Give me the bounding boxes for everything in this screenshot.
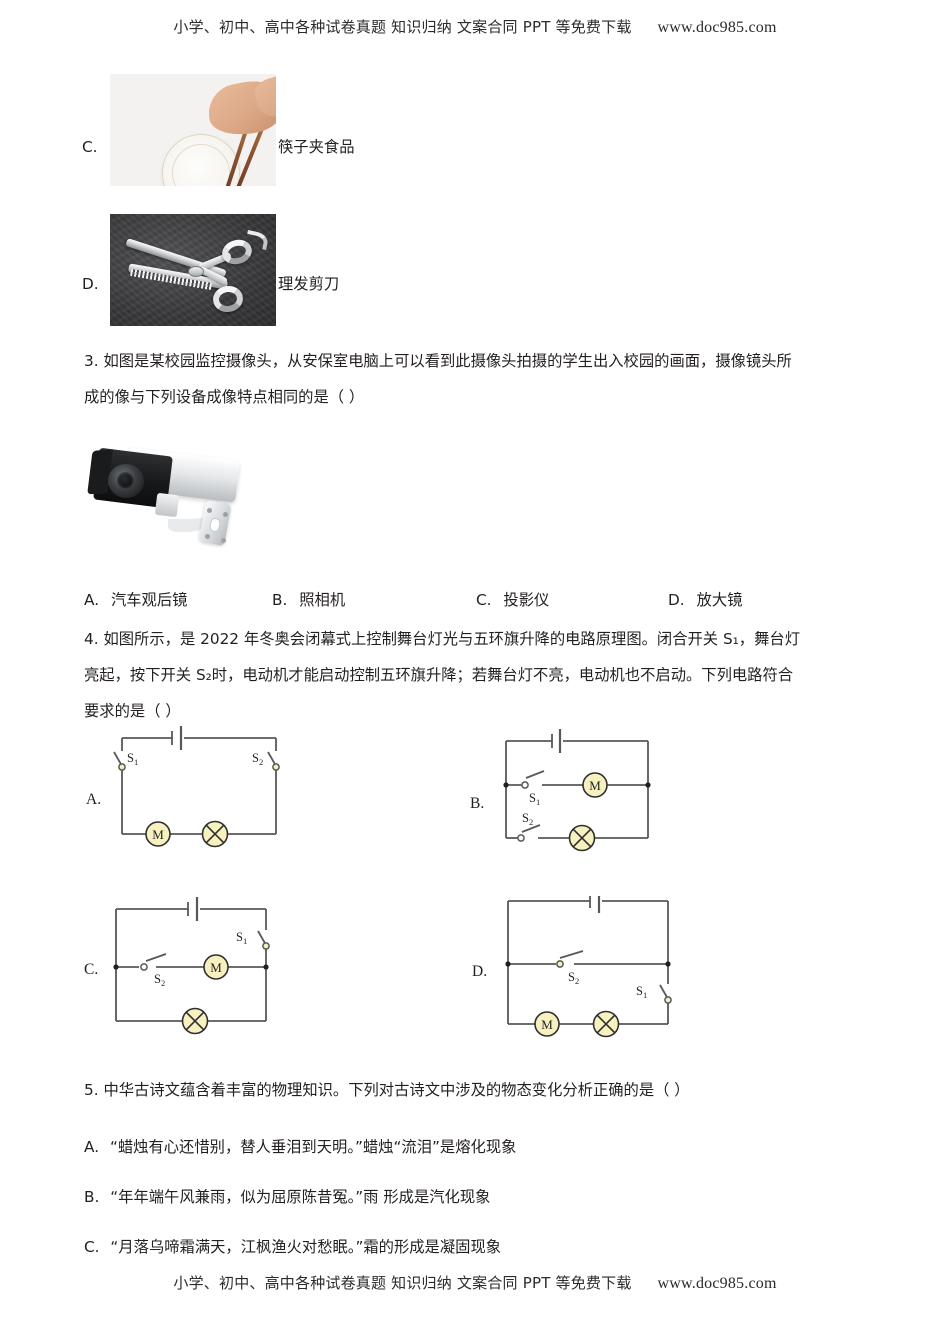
circuit-diagram-a: M S1 S2 A. bbox=[84, 726, 404, 866]
svg-text:S2: S2 bbox=[522, 811, 533, 827]
camera-screw-hole bbox=[205, 534, 210, 539]
q3-option-b: B. 照相机 bbox=[272, 589, 345, 612]
svg-text:S1: S1 bbox=[529, 791, 540, 807]
option-d-label: D. bbox=[82, 275, 99, 293]
svg-text:M: M bbox=[210, 960, 222, 975]
svg-text:A.: A. bbox=[86, 791, 101, 808]
q5-option-a-text: “蜡烛有心还惜别，替人垂泪到天明。”蜡烛“流泪”是熔化现象 bbox=[109, 1138, 517, 1156]
header-watermark: 小学、初中、高中各种试卷真题 知识归纳 文案合同 PPT 等免费下载 www.do… bbox=[0, 16, 950, 37]
q5-option-c-label: C. bbox=[84, 1238, 100, 1256]
q3-option-b-text: 照相机 bbox=[299, 591, 346, 609]
svg-text:D.: D. bbox=[472, 963, 487, 980]
question-5-stem: 5. 中华古诗文蕴含着丰富的物理知识。下列对古诗文中涉及的物态变化分析正确的是（… bbox=[84, 1081, 690, 1099]
question-3-stem-line-2: 成的像与下列设备成像特点相同的是（ ） bbox=[84, 388, 365, 406]
q3-option-a-text: 汽车观后镜 bbox=[110, 591, 188, 609]
q3-option-c: C. 投影仪 bbox=[476, 589, 549, 612]
question-3-stem-line-1: 3. 如图是某校园监控摄像头，从安保室电脑上可以看到此摄像头拍摄的学生出入校园的… bbox=[84, 352, 792, 370]
svg-text:C.: C. bbox=[84, 961, 98, 978]
svg-text:B.: B. bbox=[470, 795, 484, 812]
circuit-diagram-d: M S2 S1 D. bbox=[462, 896, 802, 1056]
watermark-text: 小学、初中、高中各种试卷真题 知识归纳 文案合同 PPT 等免费下载 bbox=[173, 1274, 632, 1292]
security-camera-photo bbox=[84, 428, 260, 556]
svg-text:M: M bbox=[589, 778, 601, 793]
scissors-photo bbox=[110, 214, 276, 326]
svg-text:S2: S2 bbox=[252, 751, 263, 767]
circuit-diagram-c: M S1 S2 C. bbox=[84, 896, 414, 1051]
q3-option-a: A. 汽车观后镜 bbox=[84, 589, 187, 612]
watermark-url: www.doc985.com bbox=[657, 1275, 777, 1292]
q5-option-a-label: A. bbox=[84, 1138, 100, 1156]
circuit-diagram-b: M S1 S2 B. bbox=[462, 726, 792, 866]
q5-option-b: B. “年年端午风兼雨，似为屈原陈昔冤。”雨 形成是汽化现象 bbox=[84, 1186, 490, 1209]
svg-text:S2: S2 bbox=[568, 970, 579, 986]
q5-option-b-label: B. bbox=[84, 1188, 100, 1206]
watermark-url: www.doc985.com bbox=[657, 19, 777, 36]
svg-text:S1: S1 bbox=[127, 751, 138, 767]
q5-option-c: C. “月落乌啼霜满天，江枫渔火对愁眠。”霜的形成是凝固现象 bbox=[84, 1236, 501, 1259]
watermark-text: 小学、初中、高中各种试卷真题 知识归纳 文案合同 PPT 等免费下载 bbox=[173, 18, 632, 36]
option-c-caption: 筷子夹食品 bbox=[278, 138, 355, 156]
q3-option-c-label: C. bbox=[476, 591, 492, 609]
question-4-stem-line-3: 要求的是（ ） bbox=[84, 702, 181, 720]
question-4-stem-line-2: 亮起，按下开关 S₂时，电动机才能启动控制五环旗升降；若舞台灯不亮，电动机也不启… bbox=[84, 666, 794, 684]
q3-option-c-text: 投影仪 bbox=[503, 591, 550, 609]
q5-option-c-text: “月落乌啼霜满天，江枫渔火对愁眠。”霜的形成是凝固现象 bbox=[110, 1238, 502, 1256]
q3-option-d: D. 放大镜 bbox=[668, 589, 742, 612]
camera-screw-hole bbox=[223, 512, 228, 517]
q5-option-a: A. “蜡烛有心还惜别，替人垂泪到天明。”蜡烛“流泪”是熔化现象 bbox=[84, 1136, 516, 1159]
q3-option-d-text: 放大镜 bbox=[696, 591, 743, 609]
option-d-caption: 理发剪刀 bbox=[278, 275, 340, 293]
chopsticks-photo bbox=[110, 74, 276, 186]
question-4-stem-line-1: 4. 如图所示，是 2022 年冬奥会闭幕式上控制舞台灯光与五环旗升降的电路原理… bbox=[84, 630, 800, 648]
footer-watermark: 小学、初中、高中各种试卷真题 知识归纳 文案合同 PPT 等免费下载 www.do… bbox=[0, 1272, 950, 1293]
svg-text:M: M bbox=[152, 827, 164, 842]
svg-text:S1: S1 bbox=[636, 984, 647, 1000]
svg-text:S2: S2 bbox=[154, 972, 165, 988]
q3-option-a-label: A. bbox=[84, 591, 100, 609]
svg-text:M: M bbox=[541, 1017, 553, 1032]
q3-option-b-label: B. bbox=[272, 591, 288, 609]
scissor-pivot bbox=[188, 266, 204, 277]
svg-text:S1: S1 bbox=[236, 930, 247, 946]
q3-option-d-label: D. bbox=[668, 591, 685, 609]
q5-option-b-text: “年年端午风兼雨，似为屈原陈昔冤。”雨 形成是汽化现象 bbox=[110, 1188, 491, 1206]
camera-screw-hole bbox=[207, 508, 212, 513]
option-c-label: C. bbox=[82, 138, 98, 156]
camera-screw-hole bbox=[221, 538, 226, 543]
